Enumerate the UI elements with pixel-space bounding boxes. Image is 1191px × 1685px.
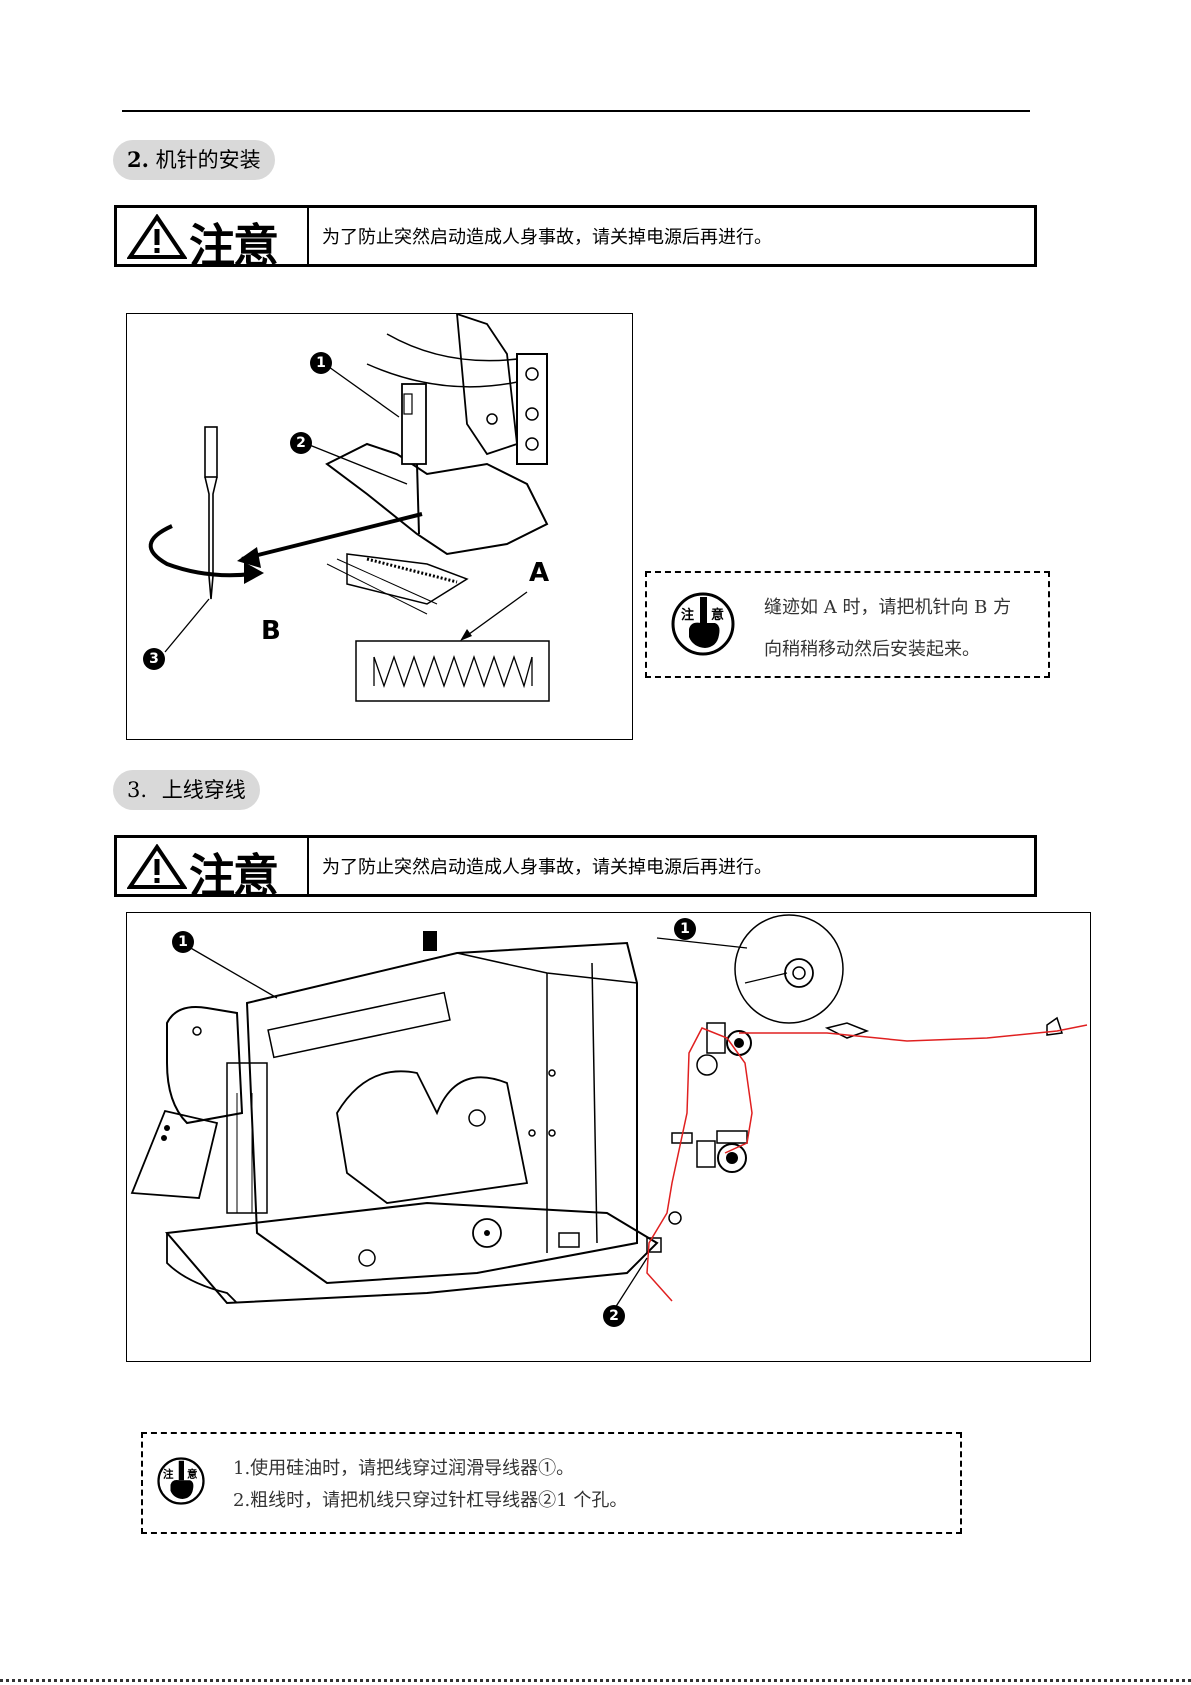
caution-word: 注意 [189, 210, 277, 276]
section-2-number: 2. [127, 147, 149, 172]
note-1-line-2: 向稍稍移动然后安装起来。 [764, 635, 980, 661]
callout-2: 2 [290, 432, 312, 454]
note-icon-char-2: 意 [187, 1467, 198, 1480]
callout-1-detail: 1 [674, 918, 696, 940]
label-a: A [529, 558, 549, 588]
callout-2: 2 [603, 1305, 625, 1327]
caution-badge: 注意 [117, 838, 309, 894]
caution-word: 注意 [189, 840, 277, 906]
needle-installation-figure: 1 2 3 A B [126, 313, 633, 740]
header-rule [122, 110, 1030, 112]
caution-hand-icon: 注 意 [671, 591, 735, 657]
note-2-line-1: 1.使用硅油时，请把线穿过润滑导线器①。 [233, 1454, 574, 1480]
note-1-line-1: 缝迹如 A 时，请把机针向 B 方 [764, 593, 1011, 619]
note-box-2: 注 意 1.使用硅油时，请把线穿过润滑导线器①。 2.粗线时，请把机线只穿过针杠… [141, 1432, 962, 1534]
caution-box-2: 注意 为了防止突然启动造成人身事故，请关掉电源后再进行。 [114, 835, 1037, 897]
callout-3: 3 [143, 648, 165, 670]
label-b: B [261, 616, 281, 646]
note-box-1: 注 意 缝迹如 A 时，请把机针向 B 方 向稍稍移动然后安装起来。 [645, 571, 1050, 678]
section-2-heading: 2. 机针的安装 [113, 140, 275, 180]
note-icon-char-1: 注 [163, 1467, 174, 1480]
needle-installation-drawing [127, 314, 634, 741]
threading-figure: 1 1 2 [126, 912, 1091, 1362]
caution-message-2: 为了防止突然启动造成人身事故，请关掉电源后再进行。 [322, 853, 772, 879]
caution-box-1: 注意 为了防止突然启动造成人身事故，请关掉电源后再进行。 [114, 205, 1037, 267]
callout-1: 1 [310, 352, 332, 374]
section-3-title: 上线穿线 [162, 778, 246, 802]
note-icon-char-1: 注 [681, 607, 694, 623]
caution-hand-icon: 注 意 [157, 1456, 205, 1506]
section-3-number: 3. [127, 778, 147, 802]
note-2-line-2: 2.粗线时，请把机线只穿过针杠导线器②1 个孔。 [233, 1486, 627, 1512]
note-icon-char-2: 意 [711, 607, 724, 623]
caution-badge: 注意 [117, 208, 309, 264]
callout-1: 1 [172, 931, 194, 953]
warning-triangle-icon [127, 844, 187, 890]
sewing-machine-drawing [127, 913, 1092, 1363]
caution-message-1: 为了防止突然启动造成人身事故，请关掉电源后再进行。 [322, 223, 772, 249]
footer-rule [0, 1679, 1191, 1682]
section-2-title: 机针的安装 [156, 148, 261, 172]
section-3-heading: 3. 上线穿线 [113, 770, 260, 810]
warning-triangle-icon [127, 214, 187, 260]
